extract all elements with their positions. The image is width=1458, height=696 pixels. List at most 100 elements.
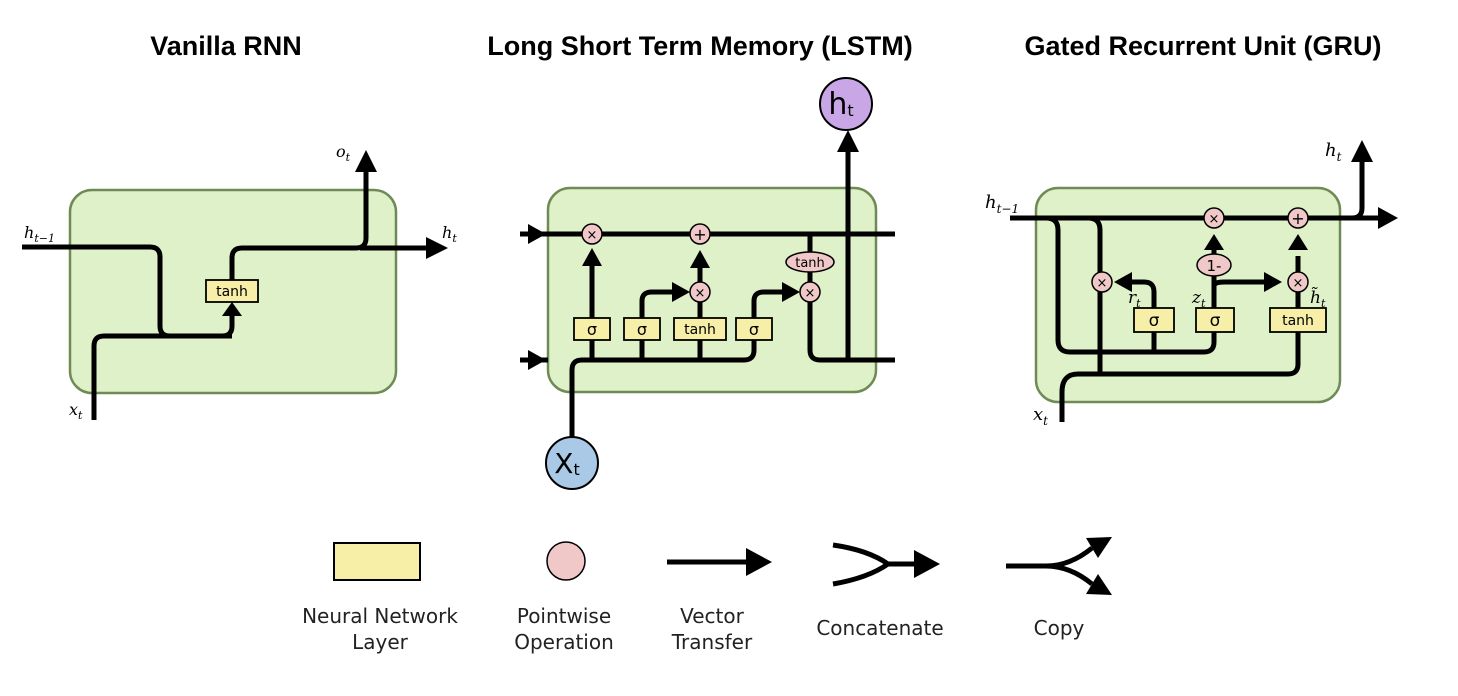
lstm-diagram: σ σ tanh σ × + × × tanh ht Xt	[520, 77, 895, 490]
lstm-layer-label-2: σ	[637, 320, 647, 339]
legend-pointwise-line-2: Operation	[514, 630, 614, 654]
rnn-output-arrowhead	[355, 150, 377, 172]
gru-title: Gated Recurrent Unit (GRU)	[1024, 31, 1381, 61]
lstm-input-multiply-op	[689, 281, 711, 303]
lstm-forget-gate-layer	[573, 317, 611, 341]
gru-hidden-arrowhead	[1378, 207, 1398, 229]
rnn-input-line	[91, 333, 170, 420]
rnn-tanh-arrowhead	[222, 302, 242, 316]
lstm-layer-label-1: σ	[587, 320, 597, 339]
gru-reset-label: rt	[1128, 288, 1141, 310]
lstm-forget-arrowhead	[582, 248, 602, 266]
lstm-input-node	[545, 436, 599, 490]
legend-pointwise-line-1: Pointwise	[517, 604, 611, 628]
legend-layer-line-2: Layer	[352, 630, 409, 654]
lstm-output-gate-path	[751, 289, 784, 318]
vanilla-rnn-diagram: tanh ht−1 ht ot xt	[22, 142, 457, 422]
lstm-output-label: ht	[828, 87, 853, 122]
gru-output-label: ht	[1325, 140, 1342, 164]
gru-reset-gate-layer	[1133, 307, 1175, 333]
legend-layer-swatch	[333, 542, 421, 581]
legend-concatenate-arrowhead	[914, 550, 940, 578]
rnn-output-label: ot	[336, 142, 351, 164]
gru-op-label-4: ×	[1293, 276, 1304, 291]
legend-copy-label: Copy	[1034, 616, 1085, 640]
gru-reset-path	[1130, 279, 1157, 308]
lstm-input-gate-arrowhead	[672, 282, 690, 302]
lstm-gate-feeds	[589, 340, 703, 360]
gru-update-label: zt	[1191, 288, 1206, 310]
lstm-input-bus	[569, 340, 757, 445]
legend-copy-arrowhead-top	[1086, 537, 1112, 558]
legend-vector-line-1: Vector	[680, 604, 745, 628]
gru-hidden-copy-outer	[1045, 215, 1217, 355]
lstm-cell-tanh-op	[785, 251, 835, 273]
legend-layer-line-1: Neural Network	[302, 604, 458, 628]
gru-prev-hidden-label: ht−1	[985, 192, 1019, 216]
lstm-hidden-out-line	[807, 302, 895, 363]
gru-one-minus-op	[1196, 253, 1232, 277]
lstm-forget-multiply-op	[581, 223, 603, 245]
gru-layer-label-1: σ	[1149, 311, 1160, 331]
lstm-output-node	[819, 77, 873, 131]
lstm-output-gate-arrowhead	[782, 282, 800, 302]
lstm-op-label-1: ×	[587, 228, 598, 243]
legend-copy-lines	[1006, 546, 1094, 586]
lstm-hidden-in-arrowhead	[528, 350, 546, 370]
gru-candidate-multiply-op	[1287, 271, 1309, 293]
gru-reset-arrowhead	[1114, 272, 1132, 292]
legend-vector-line-2: Transfer	[671, 630, 753, 654]
gru-output-arrowhead	[1351, 140, 1373, 162]
lstm-add-arrowhead	[690, 250, 710, 268]
rnn-prev-hidden-label: ht−1	[24, 223, 55, 245]
gru-update-branch	[1211, 279, 1266, 287]
lstm-output-arrowhead	[837, 130, 859, 152]
lstm-candidate-layer	[673, 317, 727, 341]
gru-reset-multiply-op	[1091, 271, 1113, 293]
rnn-tanh-label: tanh	[216, 284, 248, 300]
vanilla-rnn-title: Vanilla RNN	[150, 31, 302, 61]
gru-add-op	[1287, 207, 1309, 229]
rnn-hidden-label: ht	[442, 223, 457, 245]
lstm-op-label-3: ×	[695, 286, 706, 301]
gru-input-bus	[1059, 332, 1301, 422]
lstm-output-gate-layer	[735, 317, 773, 341]
rnn-input-label: xt	[69, 400, 83, 422]
gru-cell-box	[1034, 186, 1342, 404]
rnn-hidden-arrowhead	[426, 237, 448, 259]
gru-one-minus-label: 1-	[1207, 257, 1222, 275]
legend-concatenate-label: Concatenate	[816, 616, 943, 640]
legend-copy-arrowhead-bottom	[1086, 574, 1112, 595]
gru-one-minus-arrowhead	[1204, 234, 1224, 250]
lstm-input-gate-layer	[623, 317, 661, 341]
gru-output-line	[1351, 160, 1365, 221]
gru-input-label: xt	[1033, 404, 1048, 428]
gru-update-gate-layer	[1195, 307, 1235, 333]
gru-op-label-2: ×	[1209, 212, 1220, 227]
rnn-merge-line	[221, 316, 235, 339]
lstm-cell-box	[546, 186, 878, 394]
rnn-tanh-layer	[205, 279, 259, 303]
gru-op-label-1: ×	[1097, 276, 1108, 291]
legend-pointwise-swatch	[546, 541, 586, 581]
lstm-layer-label-3: tanh	[684, 322, 716, 338]
legend-concatenate-lines	[832, 542, 916, 587]
gru-candidate-label: h̃t	[1310, 287, 1326, 310]
lstm-add-op	[689, 223, 711, 245]
lstm-op-label-4: ×	[805, 286, 816, 301]
lstm-output-multiply-op	[799, 281, 821, 303]
lstm-input-gate-path	[639, 289, 674, 318]
lstm-input-label: Xt	[554, 447, 579, 480]
gru-candidate-layer	[1269, 307, 1327, 333]
gru-add-arrowhead	[1288, 234, 1308, 250]
lstm-layer-label-4: σ	[749, 320, 759, 339]
gru-op-label-3: +	[1291, 209, 1304, 228]
gru-update-arrowhead	[1264, 272, 1282, 292]
gru-layer-label-2: σ	[1210, 311, 1221, 331]
lstm-title: Long Short Term Memory (LSTM)	[487, 31, 913, 61]
gru-layer-label-3: tanh	[1282, 313, 1314, 329]
rnn-output-line	[229, 170, 369, 280]
legend-vector-arrowhead	[746, 548, 772, 576]
gru-update-multiply-op	[1203, 207, 1225, 229]
